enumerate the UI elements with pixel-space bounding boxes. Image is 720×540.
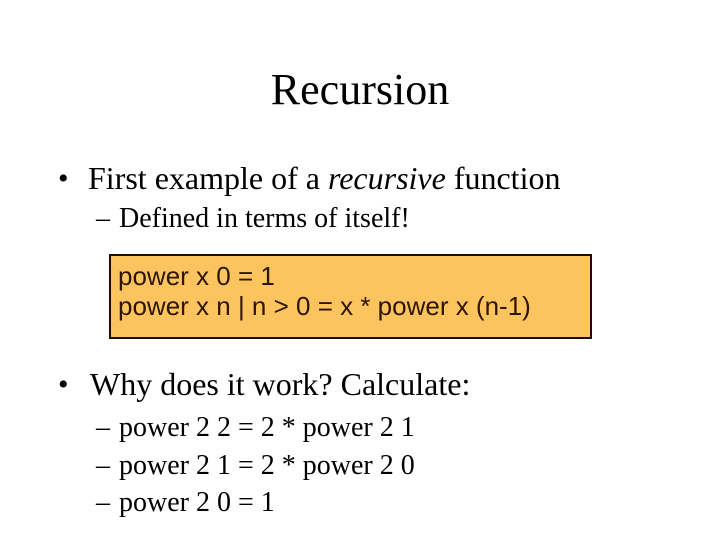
sub-bullet-defined-text: Defined in terms of itself! — [119, 203, 410, 234]
bullet1-text-after: function — [445, 160, 561, 196]
sub-bullet-calc-2-text: power 2 1 = 2 * power 2 0 — [119, 450, 415, 481]
bullet2-text: Why does it work? Calculate: — [90, 366, 471, 402]
sub-bullet-calc-3: –power 2 0 = 1 — [96, 486, 275, 520]
bullet1-italic-word: recursive — [327, 160, 446, 196]
code-line-1: power x 0 = 1 — [118, 261, 275, 291]
bullet-dot-icon: • — [58, 368, 69, 401]
sub-bullet-calc-3-text: power 2 0 = 1 — [119, 487, 275, 518]
bullet1-text-before: First example of a — [88, 160, 328, 196]
sub-bullet-defined: –Defined in terms of itself! — [96, 202, 410, 236]
bullet-dot-icon: • — [58, 162, 69, 195]
sub-bullet-calc-1-text: power 2 2 = 2 * power 2 1 — [119, 412, 415, 443]
code-box: power x 0 = 1 power x n | n > 0 = x * po… — [109, 254, 592, 339]
sub-bullet-calc-2: –power 2 1 = 2 * power 2 0 — [96, 449, 415, 483]
dash-marker-icon: – — [96, 487, 110, 518]
dash-marker-icon: – — [96, 203, 110, 234]
bullet1-text: First example of a recursive function — [88, 160, 560, 196]
dash-marker-icon: – — [96, 412, 110, 443]
code-line-2: power x n | n > 0 = x * power x (n-1) — [118, 291, 531, 321]
dash-marker-icon: – — [96, 450, 110, 481]
slide-title: Recursion — [270, 65, 450, 114]
sub-bullet-calc-1: –power 2 2 = 2 * power 2 1 — [96, 411, 415, 445]
